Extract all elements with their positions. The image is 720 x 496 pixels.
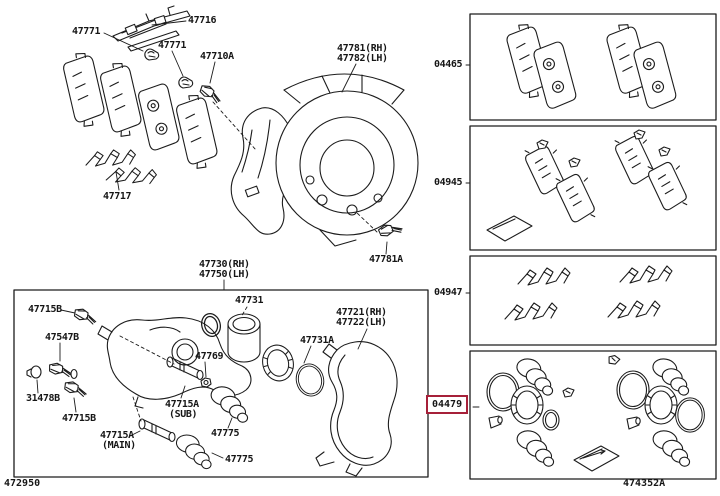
kit-box-04947	[469, 255, 717, 346]
kit-box-04945	[469, 125, 717, 251]
callout-47547b[interactable]: 47547B	[45, 332, 79, 343]
ring-47731a-drawing	[292, 360, 328, 400]
leader-lines	[36, 20, 480, 459]
callout-47775-upper[interactable]: 47775	[211, 428, 240, 439]
cap-31478b-drawing	[26, 365, 42, 379]
clip-47771-lower-drawing	[178, 76, 194, 89]
callout-line-rh: 47721(RH)	[336, 307, 387, 318]
kit-box-04465	[469, 13, 717, 121]
callout-47731[interactable]: 47731	[235, 295, 264, 306]
kit-label-04947[interactable]: 04947	[434, 287, 463, 298]
callout-47781a[interactable]: 47781A	[369, 254, 403, 265]
kit-label-04465[interactable]: 04465	[434, 59, 463, 70]
callout-47717[interactable]: 47717	[103, 191, 132, 202]
bleeder-47715b-upper-drawing	[72, 306, 99, 326]
callout-47781-47782[interactable]: 47781(RH) 47782(LH)	[337, 44, 388, 64]
boot-ring-drawing	[258, 341, 298, 385]
callout-47710a[interactable]: 47710A	[200, 51, 234, 62]
callout-note: (SUB)	[169, 409, 198, 420]
piston-47731-drawing	[227, 313, 261, 363]
callout-part: 47715A	[165, 399, 199, 410]
callout-47715a-main[interactable]: 47715A (MAIN)	[100, 431, 136, 451]
bolt-47715b-lower-drawing	[62, 379, 89, 398]
support-plate-47717-drawing	[85, 149, 158, 187]
fitting-kit-47716-drawing	[112, 5, 191, 52]
callout-47715a-sub[interactable]: 47715A (SUB)	[165, 400, 199, 420]
figure-code-right: 474352A	[623, 478, 666, 489]
callout-47730-47750[interactable]: 47730(RH) 47750(LH)	[199, 260, 250, 280]
callout-47771-lower[interactable]: 47771	[158, 40, 187, 51]
callout-line-rh: 47730(RH)	[199, 259, 250, 270]
mounting-bracket-47721-drawing	[315, 341, 398, 477]
fitting-47547b-drawing	[47, 361, 78, 380]
callout-31478b[interactable]: 31478B	[26, 393, 60, 404]
callout-47771-upper[interactable]: 47771	[72, 26, 101, 37]
callout-47731a[interactable]: 47731A	[300, 335, 334, 346]
callout-line-lh: 47750(LH)	[199, 269, 250, 280]
clip-47771-upper-drawing	[144, 48, 160, 61]
callout-note: (MAIN)	[102, 440, 136, 451]
callout-47716[interactable]: 47716	[188, 15, 217, 26]
callout-part: 47715A	[100, 430, 134, 441]
caliper-body-47730-drawing	[97, 317, 252, 409]
dust-cover-47781-drawing	[275, 73, 419, 247]
caliper-assembly-box	[13, 289, 429, 478]
callout-47721-47722[interactable]: 47721(RH) 47722(LH)	[336, 308, 387, 328]
slide-pin-main-drawing	[138, 418, 176, 443]
callout-47715b-lower[interactable]: 47715B	[62, 413, 96, 424]
callout-47769[interactable]: 47769	[195, 351, 224, 362]
figure-code-left: 472950	[4, 478, 41, 489]
grease-packet-arrow	[573, 445, 620, 472]
callout-line-lh: 47782(LH)	[337, 53, 388, 64]
boot-47775-lower-drawing	[172, 432, 216, 470]
construction-lines	[119, 101, 378, 422]
bushing-47769-drawing	[200, 377, 212, 388]
kit-label-04479-highlighted[interactable]: 04479	[426, 395, 469, 414]
callout-47775-lower[interactable]: 47775	[225, 454, 254, 465]
callout-line-lh: 47722(LH)	[336, 317, 387, 328]
kit-box-04479	[469, 350, 717, 480]
callout-47715b-upper[interactable]: 47715B	[28, 304, 62, 315]
callout-line-rh: 47781(RH)	[337, 43, 388, 54]
kit-label-04945[interactable]: 04945	[434, 177, 463, 188]
